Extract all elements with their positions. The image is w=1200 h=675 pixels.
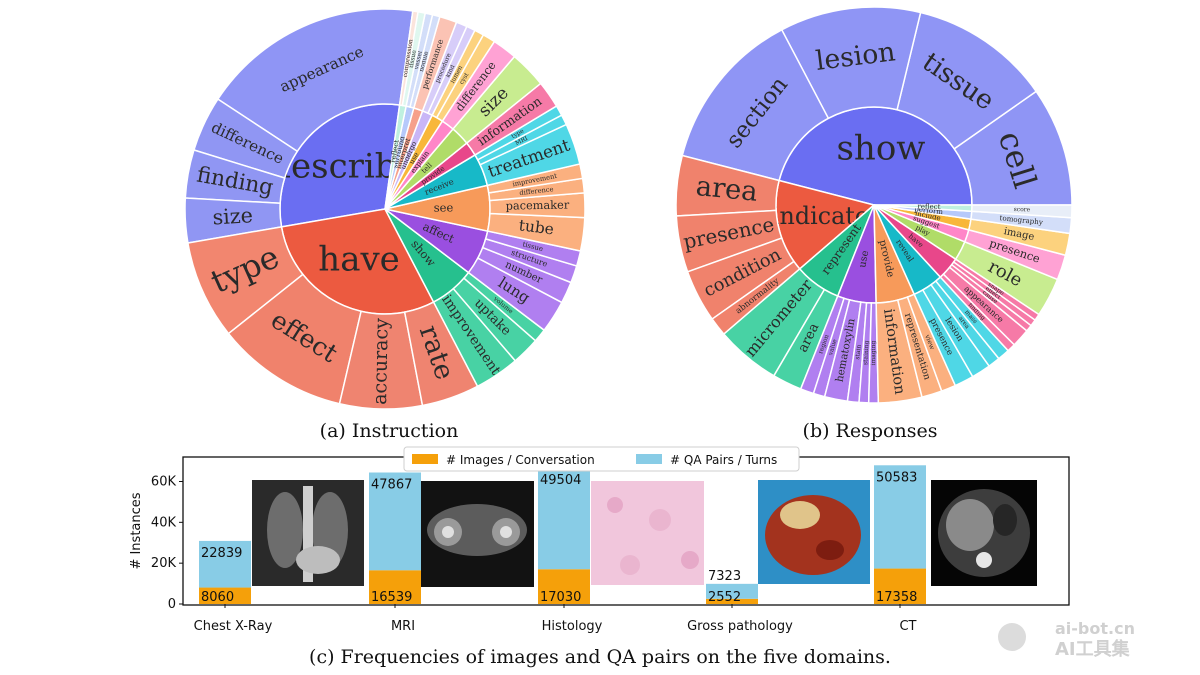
instruction-sunburst: describeappearancedifferencefindingsizeh…: [184, 8, 586, 410]
inner-label-reflect: reflect: [389, 139, 401, 163]
bar-images-ct: [874, 568, 926, 604]
x-tick-label-chest-x-ray: Chest X-Ray: [194, 619, 273, 634]
bar-label-qa-chest-x-ray: 22839: [201, 546, 242, 561]
y-axis-label: # Instances: [129, 492, 144, 569]
outer-label-tissue: tissue: [408, 49, 418, 68]
inner-label-perform: perform: [914, 205, 944, 216]
outer-label-imaging: imaging: [870, 341, 877, 366]
inner-label-reflect: reflect: [917, 202, 940, 211]
outer-label-accuracy: accuracy: [369, 318, 393, 405]
x-tick-label-mri: MRI: [391, 619, 415, 634]
legend-swatch-qa: [636, 454, 662, 464]
mri-thumbnail: [421, 481, 534, 587]
y-tick-label: 0: [168, 597, 176, 612]
y-tick-label: 40K: [151, 515, 177, 530]
outer-label-stain: stain: [854, 344, 863, 360]
watermark-line1: ai-bot.cn: [1055, 619, 1135, 638]
x-tick-label-histology: Histology: [542, 619, 603, 634]
x-tick-label-ct: CT: [899, 619, 916, 634]
bar-qa-mri: [369, 472, 421, 571]
watermark: ai-bot.cn AI工具集: [998, 619, 1135, 660]
bar-label-qa-ct: 50583: [876, 470, 917, 485]
bar-qa-ct: [874, 465, 926, 569]
outer-label-tube: tube: [518, 216, 555, 238]
inner-label-show: show: [836, 128, 925, 168]
bar-images-gross-pathology: [706, 598, 758, 604]
caption-frequencies: (c) Frequencies of images and QA pairs o…: [309, 646, 891, 668]
outer-label-tomography: tomography: [999, 213, 1043, 226]
domain-bar-chart: 8060 22839 16539 47867 17030 49504 2552 7323 173…: [129, 446, 1070, 634]
bar-label-images-mri: 16539: [371, 590, 412, 605]
caption-responses: (b) Responses: [803, 420, 938, 442]
legend: # Images / Conversation # QA Pairs / Tur…: [403, 446, 800, 472]
outer-label-difference: difference: [519, 185, 554, 197]
gross-pathology-thumbnail: [758, 480, 870, 584]
bar-label-images-chest-x-ray: 8060: [201, 590, 234, 605]
legend-swatch-images: [412, 454, 438, 464]
legend-box: [403, 446, 800, 472]
legend-label-images: # Images / Conversation: [446, 453, 595, 467]
inner-label-have: have: [318, 239, 400, 279]
y-tick-label: 20K: [151, 556, 177, 571]
outer-label-staining: staining: [862, 340, 870, 365]
chest-xray-thumbnail: [252, 480, 364, 586]
outer-label-pacemaker: pacemaker: [506, 197, 570, 212]
bar-images-chest-x-ray: [199, 587, 251, 604]
outer-label-size: size: [212, 203, 254, 229]
watermark-logo-icon: [998, 623, 1026, 651]
inner-label-use: use: [857, 249, 871, 268]
inner-label-see: see: [434, 200, 454, 214]
bar-label-qa-gross-pathology: 7323: [708, 569, 741, 584]
y-tick-label: 60K: [151, 475, 177, 490]
bar-qa-chest-x-ray: [199, 540, 251, 588]
bar-images-histology: [538, 569, 590, 604]
bar-label-images-ct: 17358: [876, 590, 917, 605]
x-tick-label-gross-pathology: Gross pathology: [687, 619, 793, 634]
bar-label-qa-histology: 49504: [540, 473, 581, 488]
bar-series-group: 8060 22839 16539 47867 17030 49504 2552 7323 173…: [199, 465, 926, 605]
y-axis: 0 20K 40K 60K: [151, 475, 183, 612]
caption-instruction: (a) Instruction: [320, 420, 459, 442]
outer-wedge-compression: [398, 10, 419, 107]
bar-label-images-histology: 17030: [540, 590, 581, 605]
bar-label-images-gross-pathology: 2552: [708, 590, 741, 605]
outer-wedge-score: [971, 204, 1073, 219]
bar-images-mri: [369, 570, 421, 604]
x-axis: Chest X-Ray MRI Histology Gross pathology CT: [194, 604, 917, 634]
legend-label-qa: # QA Pairs / Turns: [670, 453, 777, 467]
watermark-line2: AI工具集: [1055, 638, 1131, 660]
bar-qa-gross-pathology: [706, 583, 758, 599]
bar-qa-histology: [538, 468, 590, 570]
ct-thumbnail: [931, 480, 1037, 586]
outer-wedge-section: [681, 28, 830, 182]
outer-label-vessel: vessel: [413, 50, 424, 71]
outer-label-value: value: [827, 338, 839, 357]
histology-thumbnail: [591, 481, 704, 585]
outer-label-area: area: [694, 171, 759, 208]
bar-label-qa-mri: 47867: [371, 478, 412, 493]
outer-wedge-appearance: [216, 8, 414, 153]
outer-label-score: score: [1014, 206, 1031, 214]
